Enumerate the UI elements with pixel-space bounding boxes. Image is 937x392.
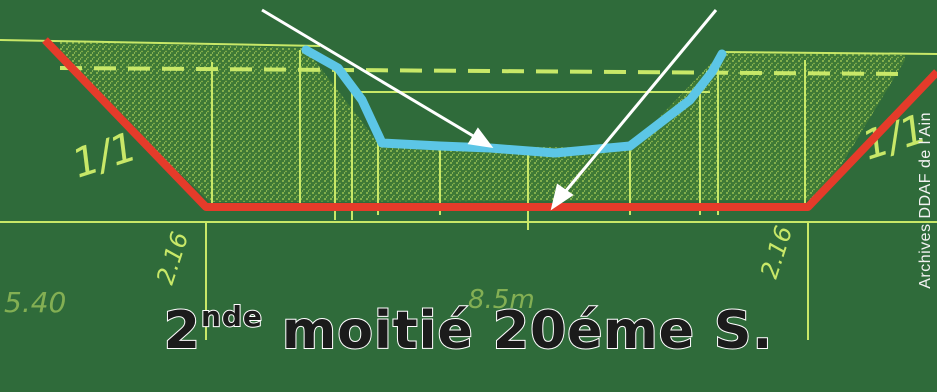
caption-superscript: nde: [200, 299, 263, 334]
water-level-dashed: [59, 66, 906, 76]
earth-fill: [60, 42, 905, 202]
new-channel-profile: [42, 37, 937, 211]
arrow-head-old-profile: [467, 127, 494, 149]
old-channel-profile: [301, 45, 727, 158]
arrow-to-new-profile: [558, 9, 718, 199]
caption-rest: moitié 20éme S.: [281, 300, 774, 362]
caption-base: 2: [163, 300, 201, 362]
ground-line: [0, 39, 321, 47]
ground-line-right: [719, 51, 937, 55]
width-label-center: 8.5m: [468, 285, 535, 315]
arrow-to-old-profile: [261, 8, 481, 142]
archive-credit: Archives DDAF de l'Ain: [917, 112, 934, 289]
pointer-arrows: [261, 8, 718, 211]
arrow-head-new-profile: [550, 183, 574, 211]
width-label-left: 5.40: [4, 286, 66, 319]
period-caption: 2nde moitié 20éme S.: [0, 299, 937, 362]
